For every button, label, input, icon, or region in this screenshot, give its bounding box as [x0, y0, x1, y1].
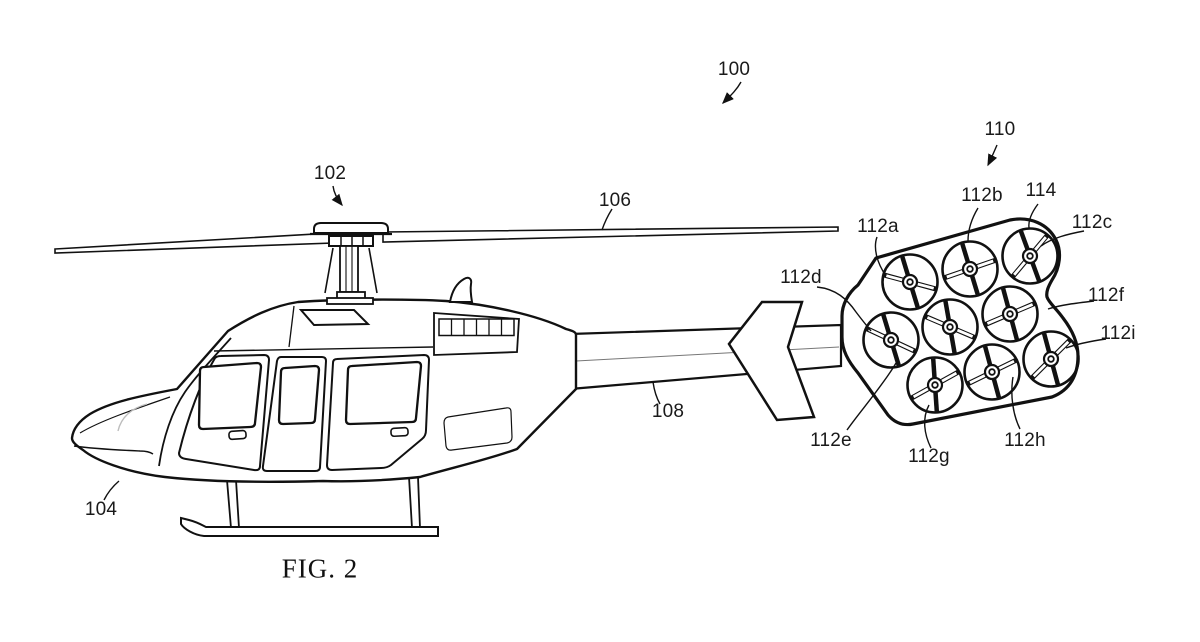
roof-gutter-line [213, 346, 434, 352]
figure-caption: FIG. 2 [281, 553, 359, 584]
ducted-fan-112f [981, 285, 1039, 343]
ducted-fan-112h [963, 343, 1021, 401]
windshield-post [288, 305, 295, 348]
mast-inner-lines [345, 246, 353, 292]
mid-panel-outline [261, 356, 328, 472]
leader-100 [722, 81, 742, 104]
ref-label-112f: 112f [1087, 285, 1125, 306]
ref-label-112b: 112b [961, 185, 1003, 206]
ducted-fan-112e [921, 298, 979, 356]
ref-label-112g: 112g [908, 446, 950, 467]
ducted-fan-112g [906, 356, 964, 414]
a-pillar-seam [158, 337, 232, 467]
nose-seam [73, 445, 154, 455]
leader-lines [103, 81, 1107, 501]
leader-112c [1040, 230, 1085, 247]
leader-112e [846, 362, 897, 431]
chin-window-line [117, 403, 148, 432]
rear-door-outline [325, 353, 431, 472]
ref-label-110: 110 [984, 119, 1016, 140]
mid-window [277, 364, 321, 426]
leader-108 [652, 381, 661, 405]
rotor-hub-mast [310, 222, 392, 305]
main-rotor-blade-left [54, 232, 334, 254]
landing-skid [180, 476, 439, 537]
skid-rear-strut [408, 476, 421, 529]
mast-column [339, 245, 359, 293]
ref-label-112h: 112h [1004, 430, 1046, 451]
ducted-fan-112b [941, 240, 999, 298]
ref-label-100: 100 [717, 59, 751, 80]
ref-label-112a: 112a [857, 216, 899, 237]
hub-cap [313, 222, 389, 234]
leader-112d [816, 286, 872, 332]
ref-label-104: 104 [84, 499, 118, 520]
leader-112h [1011, 376, 1021, 430]
vertical-fin [727, 300, 816, 422]
leader-114 [1028, 203, 1039, 229]
grip-dividers [340, 236, 364, 246]
mast-base-plate [326, 297, 374, 305]
ducted-fan-112i [1022, 330, 1080, 388]
front-door-handle [228, 429, 247, 441]
ref-label-114: 114 [1025, 180, 1057, 201]
ref-label-112c: 112c [1071, 212, 1113, 233]
ref-label-112e: 112e [810, 430, 852, 451]
ducted-fan-112c [1001, 227, 1059, 285]
vent-panel-outline [433, 312, 520, 356]
skid-front-strut [226, 479, 240, 529]
leader-102 [331, 185, 343, 207]
mast-struts [324, 247, 378, 294]
ref-label-102: 102 [313, 163, 347, 184]
canopy-inner-line [79, 396, 171, 434]
ref-label-106: 106 [598, 190, 632, 211]
ref-label-108: 108 [651, 401, 685, 422]
cowl-vent-grille [433, 312, 520, 356]
engine-intake [298, 309, 371, 327]
leader-112b [967, 207, 979, 242]
leader-112i [1065, 338, 1107, 349]
main-rotor-blade-right [382, 226, 839, 243]
antenna-fin [448, 276, 474, 303]
leader-110 [987, 144, 998, 167]
ref-label-112d: 112d [780, 267, 822, 288]
blade-grips [328, 235, 374, 247]
leader-112g [924, 404, 932, 449]
fuselage [70, 276, 578, 483]
tail-boom-seam [575, 346, 840, 362]
rear-door-handle [390, 426, 409, 438]
skid-tube [180, 516, 439, 537]
leader-112f [1047, 300, 1095, 310]
ducted-fan-112a [881, 253, 939, 311]
rear-door-window [344, 360, 423, 426]
leader-104 [103, 480, 120, 501]
ducted-fan-112d [862, 311, 920, 369]
leader-106 [601, 208, 613, 231]
ref-label-112i: 112i [1100, 323, 1136, 344]
front-door-window [197, 361, 263, 431]
leader-112a [874, 236, 887, 277]
rotor-matrix [840, 217, 1080, 427]
baggage-panel [443, 407, 513, 451]
main-rotor-blade [54, 226, 839, 254]
